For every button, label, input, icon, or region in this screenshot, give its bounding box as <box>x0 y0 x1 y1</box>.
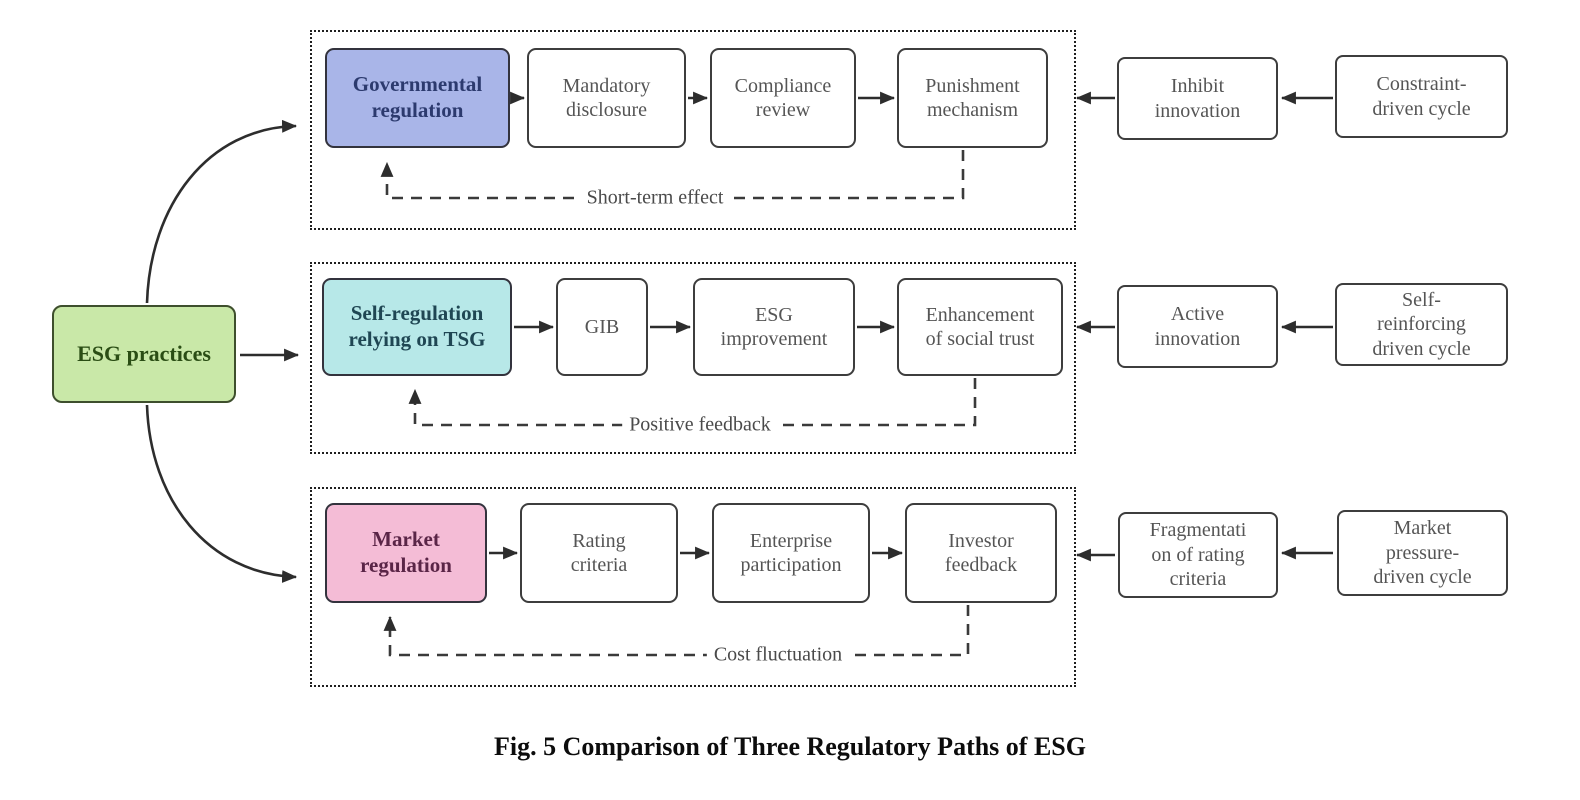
node-market-pressure-cycle: Market pressure- driven cycle <box>1337 510 1508 596</box>
node-investor-feedback: Investor feedback <box>905 503 1057 603</box>
node-label: Market regulation <box>360 527 452 577</box>
node-self-reinforcing-cycle: Self- reinforcing driven cycle <box>1335 283 1508 366</box>
node-label: Punishment mechanism <box>925 74 1020 121</box>
node-market-regulation: Market regulation <box>325 503 487 603</box>
node-enterprise-participation: Enterprise participation <box>712 503 870 603</box>
node-mandatory-disclosure: Mandatory disclosure <box>527 48 686 148</box>
node-label: ESG practices <box>77 340 211 366</box>
node-label: Constraint- driven cycle <box>1372 73 1471 120</box>
node-label: Enterprise participation <box>740 529 842 576</box>
node-label: ESG improvement <box>720 303 828 350</box>
node-label: Investor feedback <box>944 529 1018 576</box>
node-label: Fragmentati on of rating criteria <box>1149 519 1247 591</box>
feedback-label-short-term: Short-term effect <box>579 186 731 210</box>
container-self-regulation-path <box>310 262 1076 454</box>
feedback-label-positive: Positive feedback <box>622 413 778 437</box>
node-label: Governmental regulation <box>352 72 483 122</box>
feedback-label-cost: Cost fluctuation <box>706 643 850 667</box>
node-inhibit-innovation: Inhibit innovation <box>1117 57 1278 140</box>
arrow-esg-to-governmental <box>145 119 298 304</box>
node-gib: GIB <box>556 278 648 376</box>
node-label: Mandatory disclosure <box>562 74 651 121</box>
node-label: Rating criteria <box>570 529 628 576</box>
node-compliance-review: Compliance review <box>710 48 856 148</box>
node-esg-improvement: ESG improvement <box>693 278 855 376</box>
container-governmental-path <box>310 30 1076 230</box>
figure-caption: Fig. 5 Comparison of Three Regulatory Pa… <box>494 732 1086 761</box>
node-label: Active innovation <box>1154 303 1241 350</box>
node-punishment-mechanism: Punishment mechanism <box>897 48 1048 148</box>
node-fragmentation-rating-criteria: Fragmentati on of rating criteria <box>1118 512 1278 598</box>
node-esg-practices: ESG practices <box>52 305 236 403</box>
node-self-regulation-tsg: Self-regulation relying on TSG <box>322 278 512 376</box>
container-market-path <box>310 487 1076 687</box>
node-label: Market pressure- driven cycle <box>1373 517 1472 589</box>
node-label: Inhibit innovation <box>1154 75 1241 122</box>
node-label: Self- reinforcing driven cycle <box>1372 288 1471 360</box>
node-governmental-regulation: Governmental regulation <box>325 48 510 148</box>
node-active-innovation: Active innovation <box>1117 285 1278 368</box>
arrow-esg-to-market <box>145 404 298 583</box>
node-label: Enhancement of social trust <box>925 303 1035 350</box>
node-constraint-driven-cycle: Constraint- driven cycle <box>1335 55 1508 138</box>
node-label: Compliance review <box>734 74 832 121</box>
node-rating-criteria: Rating criteria <box>520 503 678 603</box>
node-label: GIB <box>584 315 620 338</box>
node-enhancement-social-trust: Enhancement of social trust <box>897 278 1063 376</box>
node-label: Self-regulation relying on TSG <box>348 301 486 351</box>
